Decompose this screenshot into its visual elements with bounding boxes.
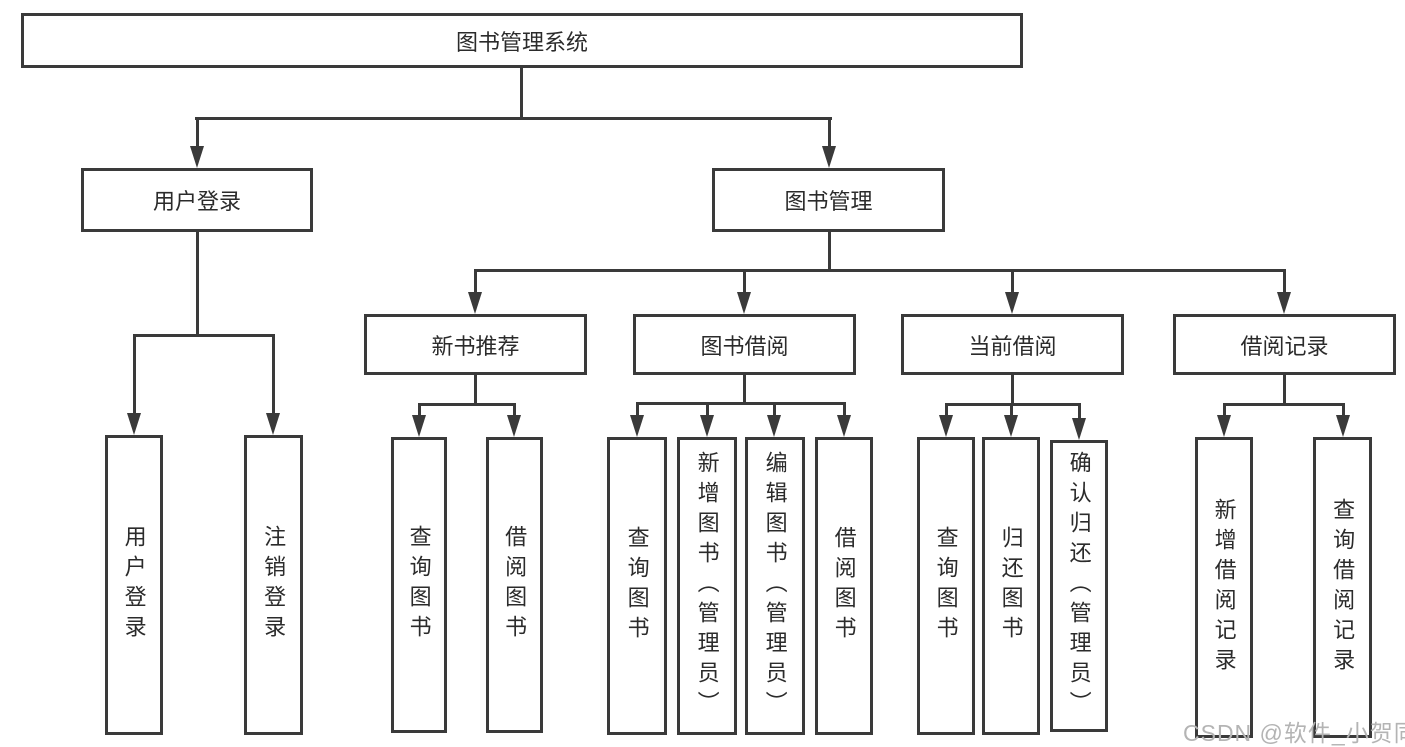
connector-line	[195, 117, 832, 120]
leaf-borrow-books-recommend-label: 借阅图书	[502, 525, 528, 645]
arrow-down-icon	[939, 415, 953, 437]
connector-line	[418, 403, 516, 406]
connector-line	[474, 269, 1286, 272]
node-user-login: 用户登录	[81, 168, 313, 232]
connector-line	[418, 403, 421, 417]
arrow-down-icon	[1004, 415, 1018, 437]
arrow-down-icon	[700, 415, 714, 437]
arrow-down-icon	[1072, 418, 1086, 440]
arrow-down-icon	[412, 415, 426, 437]
connector-line	[945, 403, 1081, 406]
arrow-down-icon	[767, 415, 781, 437]
node-book-borrow-label: 图书借阅	[700, 333, 789, 359]
arrow-down-icon	[1005, 292, 1019, 314]
leaf-return-books-label: 归还图书	[998, 526, 1024, 646]
connector-line	[272, 334, 275, 414]
leaf-query-books-borrow: 查询图书	[607, 437, 667, 735]
connector-line	[1342, 403, 1345, 417]
arrow-down-icon	[1336, 415, 1350, 437]
node-book-management-label: 图书管理	[784, 189, 873, 214]
connector-line	[1010, 403, 1013, 417]
node-borrow-records-label: 借阅记录	[1240, 333, 1329, 359]
leaf-edit-book-admin-label: 编辑图书（管理员）	[762, 451, 788, 721]
connector-line	[773, 402, 776, 417]
connector-line	[1223, 403, 1226, 417]
leaf-add-book-admin-label: 新增图书（管理员）	[694, 451, 720, 721]
arrow-down-icon	[837, 415, 851, 437]
node-new-book-recommend: 新书推荐	[364, 314, 587, 375]
connector-line	[1283, 269, 1286, 294]
connector-line	[1011, 269, 1014, 294]
leaf-edit-book-admin: 编辑图书（管理员）	[745, 437, 805, 735]
leaf-add-book-admin: 新增图书（管理员）	[677, 437, 737, 735]
leaf-query-books-current: 查询图书	[917, 437, 975, 735]
connector-line	[1223, 403, 1345, 406]
node-root-label: 图书管理系统	[455, 29, 588, 55]
node-root: 图书管理系统	[21, 13, 1023, 68]
connector-line	[828, 232, 831, 272]
connector-line	[945, 403, 948, 417]
arrow-down-icon	[737, 292, 751, 314]
connector-line	[1283, 375, 1286, 405]
connector-line	[743, 269, 746, 294]
connector-line	[133, 334, 275, 337]
leaf-user-login: 用户登录	[105, 435, 163, 735]
node-new-book-recommend-label: 新书推荐	[431, 333, 520, 359]
arrow-down-icon	[468, 292, 482, 314]
leaf-query-books-current-label: 查询图书	[933, 526, 959, 646]
node-borrow-records: 借阅记录	[1173, 314, 1396, 375]
leaf-query-borrow-record-label: 查询借阅记录	[1330, 497, 1356, 678]
leaf-query-books-recommend: 查询图书	[391, 437, 447, 733]
leaf-query-books-borrow-label: 查询图书	[624, 526, 650, 646]
leaf-query-books-recommend-label: 查询图书	[406, 525, 432, 645]
connector-line	[520, 68, 523, 118]
node-user-login-label: 用户登录	[152, 189, 241, 214]
node-current-borrow-label: 当前借阅	[968, 333, 1057, 359]
connector-line	[843, 402, 846, 417]
leaf-logout: 注销登录	[244, 435, 303, 735]
leaf-add-borrow-record-label: 新增借阅记录	[1211, 497, 1237, 678]
leaf-user-login-label: 用户登录	[121, 525, 147, 645]
connector-line	[636, 402, 845, 405]
arrow-down-icon	[127, 413, 141, 435]
leaf-return-books: 归还图书	[982, 437, 1040, 735]
leaf-add-borrow-record: 新增借阅记录	[1195, 437, 1253, 738]
arrow-down-icon	[1217, 415, 1231, 437]
node-book-management: 图书管理	[712, 168, 945, 232]
arrow-down-icon	[190, 146, 204, 168]
leaf-query-borrow-record: 查询借阅记录	[1313, 437, 1372, 738]
leaf-confirm-return-admin: 确认归还（管理员）	[1050, 440, 1108, 732]
leaf-confirm-return-admin-label: 确认归还（管理员）	[1066, 451, 1092, 721]
connector-line	[196, 232, 199, 337]
connector-line	[133, 334, 136, 414]
leaf-borrow-books-recommend: 借阅图书	[486, 437, 543, 733]
csdn-watermark: CSDN @软件_小贺同学	[1183, 720, 1405, 746]
connector-line	[743, 375, 746, 404]
connector-line	[513, 403, 516, 417]
arrow-down-icon	[266, 413, 280, 435]
connector-line	[636, 402, 639, 417]
arrow-down-icon	[1277, 292, 1291, 314]
leaf-borrow-books: 借阅图书	[815, 437, 873, 735]
arrow-down-icon	[630, 415, 644, 437]
connector-line	[196, 117, 199, 147]
connector-line	[828, 117, 831, 147]
connector-line	[474, 269, 477, 294]
arrow-down-icon	[822, 146, 836, 168]
connector-line	[474, 375, 477, 405]
node-current-borrow: 当前借阅	[901, 314, 1124, 375]
leaf-logout-label: 注销登录	[261, 525, 287, 645]
connector-line	[706, 402, 709, 417]
arrow-down-icon	[507, 415, 521, 437]
connector-line	[1011, 375, 1014, 405]
node-book-borrow: 图书借阅	[633, 314, 856, 375]
leaf-borrow-books-label: 借阅图书	[831, 526, 857, 646]
connector-line	[1078, 403, 1081, 419]
